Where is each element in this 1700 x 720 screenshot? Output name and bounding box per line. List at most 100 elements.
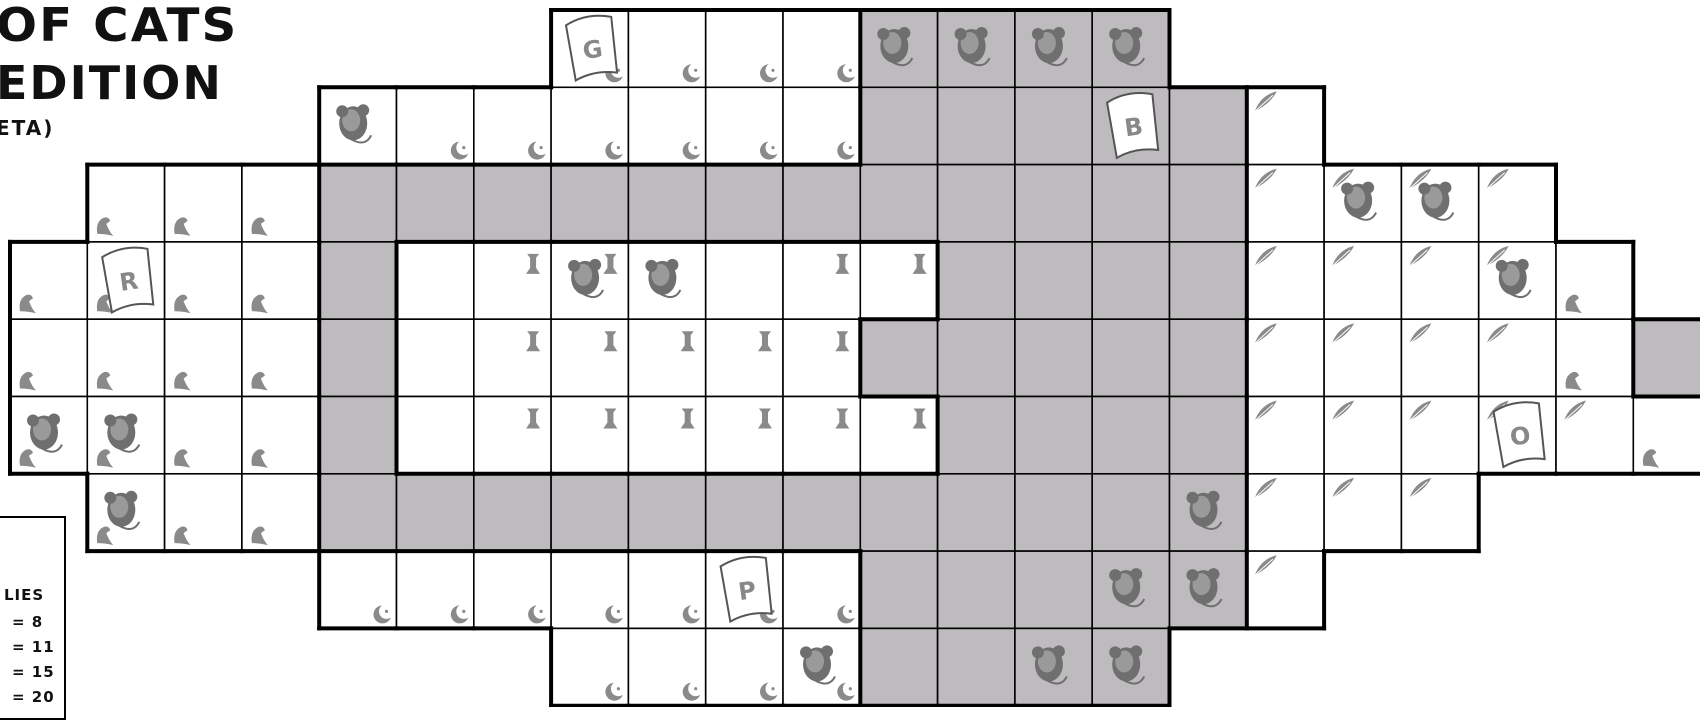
letter-tile: B <box>1106 91 1160 158</box>
legend-heading: LIES <box>4 586 44 604</box>
wall-cell <box>474 474 551 551</box>
floor-cell <box>397 551 474 628</box>
floor-cell <box>783 319 860 396</box>
floor-cell <box>242 319 319 396</box>
wall-cell <box>1170 87 1247 164</box>
legend-row: = 11 <box>12 638 55 656</box>
floor-cell <box>474 551 551 628</box>
wall-cell <box>783 165 860 242</box>
floor-cell <box>1556 397 1633 474</box>
legend-box: LIES = 8 = 11 = 15 = 20 <box>0 516 66 720</box>
floor-cell <box>1479 165 1556 242</box>
floor-cell <box>10 242 87 319</box>
wall-cell <box>319 242 396 319</box>
wall-cell <box>1015 242 1092 319</box>
tile-letter: R <box>118 267 140 297</box>
floor-cell <box>165 319 242 396</box>
floor-cell <box>397 319 474 396</box>
floor-cell <box>10 319 87 396</box>
wall-cell <box>860 319 937 396</box>
tile-letter: G <box>581 35 604 65</box>
wall-cell <box>938 551 1015 628</box>
floor-cell <box>165 397 242 474</box>
wall-cell <box>1015 474 1092 551</box>
floor-cell <box>1324 242 1401 319</box>
floor-cell <box>783 87 860 164</box>
floor-cell <box>1401 397 1478 474</box>
wall-cell <box>1092 319 1169 396</box>
wall-cell <box>938 87 1015 164</box>
legend-row: = 8 <box>12 613 43 631</box>
floor-cell <box>1324 474 1401 551</box>
floor-cell <box>1479 319 1556 396</box>
floor-cell <box>165 165 242 242</box>
wall-cell <box>397 474 474 551</box>
floor-cell <box>628 551 705 628</box>
wall-cell <box>1633 319 1700 396</box>
floor-cell <box>397 87 474 164</box>
floor-cell <box>783 242 860 319</box>
wall-cell <box>551 474 628 551</box>
floor-cell <box>551 551 628 628</box>
letter-tile: P <box>720 554 774 621</box>
floor-cell <box>1247 551 1324 628</box>
floor-cell <box>706 397 783 474</box>
floor-cell <box>1247 319 1324 396</box>
letter-tile: O <box>1493 400 1547 467</box>
wall-cell <box>319 165 396 242</box>
wall-cell <box>1170 165 1247 242</box>
floor-cell <box>706 628 783 705</box>
floor-cell <box>1247 397 1324 474</box>
wall-cell <box>319 319 396 396</box>
floor-cell <box>474 397 551 474</box>
floor-cell <box>242 165 319 242</box>
wall-cell <box>474 165 551 242</box>
floor-cell <box>1401 242 1478 319</box>
title-line-3: ETA) <box>0 116 54 140</box>
floor-cell <box>860 397 937 474</box>
floor-cell <box>474 242 551 319</box>
wall-cell <box>860 551 937 628</box>
wall-cell <box>551 165 628 242</box>
tile-letter: O <box>1508 421 1532 452</box>
wall-cell <box>938 628 1015 705</box>
floor-cell <box>1633 397 1700 474</box>
floor-cell <box>1556 319 1633 396</box>
wall-cell <box>706 474 783 551</box>
floor-cell <box>1247 87 1324 164</box>
wall-cell <box>1015 551 1092 628</box>
floor-cell <box>1247 474 1324 551</box>
floor-cell <box>165 242 242 319</box>
floor-cell <box>1247 165 1324 242</box>
floor-cell <box>165 474 242 551</box>
floor-cell <box>706 10 783 87</box>
wall-cell <box>860 474 937 551</box>
wall-cell <box>319 397 396 474</box>
wall-cell <box>1015 165 1092 242</box>
floor-cell <box>474 87 551 164</box>
floor-cell <box>242 397 319 474</box>
tile-letter: B <box>1123 112 1145 142</box>
letter-tile: G <box>565 13 619 80</box>
floor-cell <box>1247 242 1324 319</box>
floor-cell <box>397 242 474 319</box>
wall-cell <box>397 165 474 242</box>
floor-cell <box>87 165 164 242</box>
wall-cell <box>938 474 1015 551</box>
wall-cell <box>1092 165 1169 242</box>
legend-row: = 15 <box>12 663 55 681</box>
floor-cell <box>551 628 628 705</box>
floor-cell <box>551 319 628 396</box>
wall-cell <box>1170 242 1247 319</box>
letter-tile: R <box>101 245 155 312</box>
wall-cell <box>628 165 705 242</box>
floor-cell <box>628 319 705 396</box>
floor-cell <box>628 628 705 705</box>
wall-cell <box>860 87 937 164</box>
wall-cell <box>938 242 1015 319</box>
wall-cell <box>1015 319 1092 396</box>
wall-cell <box>860 628 937 705</box>
wall-cell <box>319 474 396 551</box>
wall-cell <box>860 165 937 242</box>
